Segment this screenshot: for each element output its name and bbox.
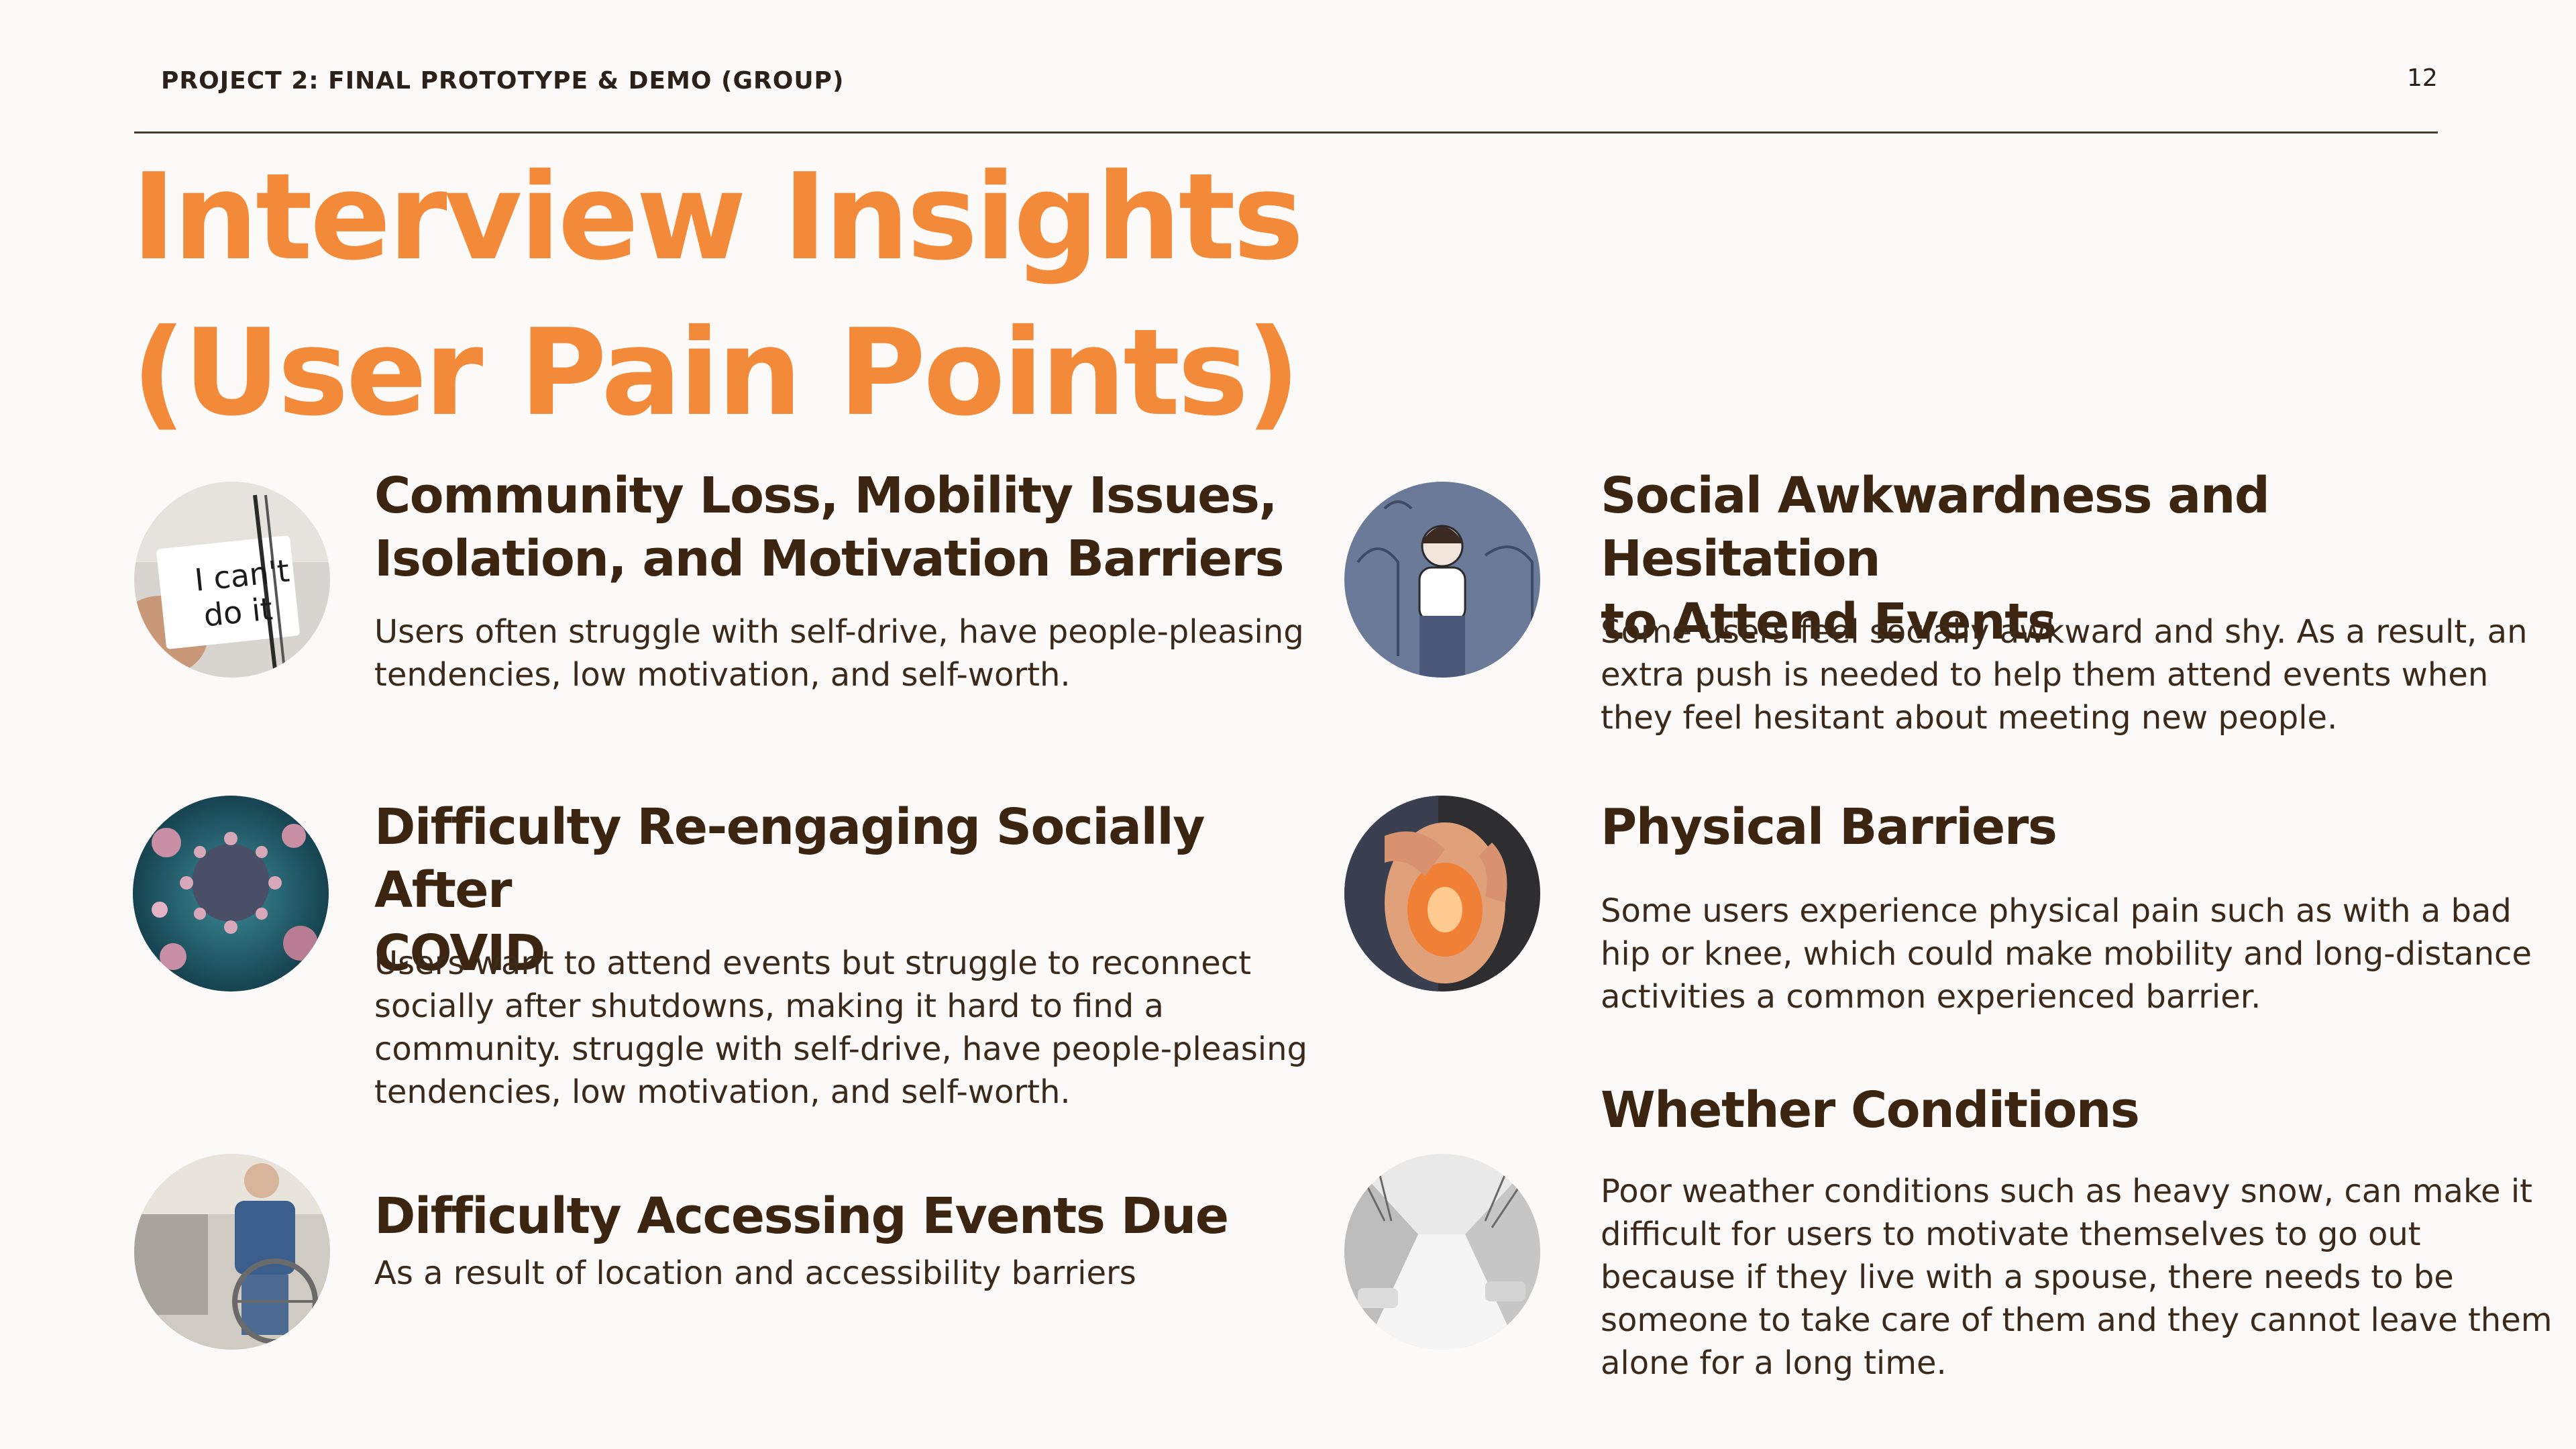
insight-body: Some users experience physical pain such… bbox=[1601, 892, 2532, 1016]
header-label: PROJECT 2: FINAL PROTOTYPE & DEMO (GROUP… bbox=[161, 67, 845, 95]
insight-body: As a result of location and accessibilit… bbox=[374, 1254, 1136, 1292]
page-title-line-2: (User Pain Points) bbox=[131, 303, 1301, 442]
snowy-street-image bbox=[1344, 1154, 1540, 1350]
insight-body: Users want to attend events but struggle… bbox=[374, 945, 1307, 1111]
page-title-line-1: Interview Insights bbox=[131, 148, 1304, 286]
note-text-line-2: do it bbox=[202, 590, 274, 633]
insight-title: Social Awkwardness and Hesitation to Att… bbox=[1601, 467, 2270, 651]
insight-body: Users often struggle with self-drive, ha… bbox=[374, 613, 1304, 694]
i-cant-do-it-note-image: I can't do it bbox=[134, 482, 330, 678]
insight-title: Physical Barriers bbox=[1601, 798, 2057, 856]
insight-title: Difficulty Re-engaging Socially After CO… bbox=[374, 798, 1205, 982]
header-divider bbox=[134, 131, 2438, 133]
virus-image bbox=[133, 796, 329, 991]
insight-title: Whether Conditions bbox=[1601, 1081, 2140, 1139]
insight-body: Some users feel socially awkward and shy… bbox=[1601, 613, 2528, 737]
wheelchair-user-image bbox=[134, 1154, 330, 1350]
page-title: Interview Insights (User Pain Points) bbox=[131, 140, 1473, 451]
anxious-person-illustration bbox=[1344, 482, 1540, 678]
insight-title: Difficulty Accessing Events Due bbox=[374, 1187, 1229, 1245]
insight-body: Poor weather conditions such as heavy sn… bbox=[1601, 1173, 2553, 1382]
knee-pain-image bbox=[1344, 796, 1540, 991]
insight-title: Community Loss, Mobility Issues, Isolati… bbox=[374, 467, 1285, 588]
page-number: 12 bbox=[2407, 64, 2438, 92]
